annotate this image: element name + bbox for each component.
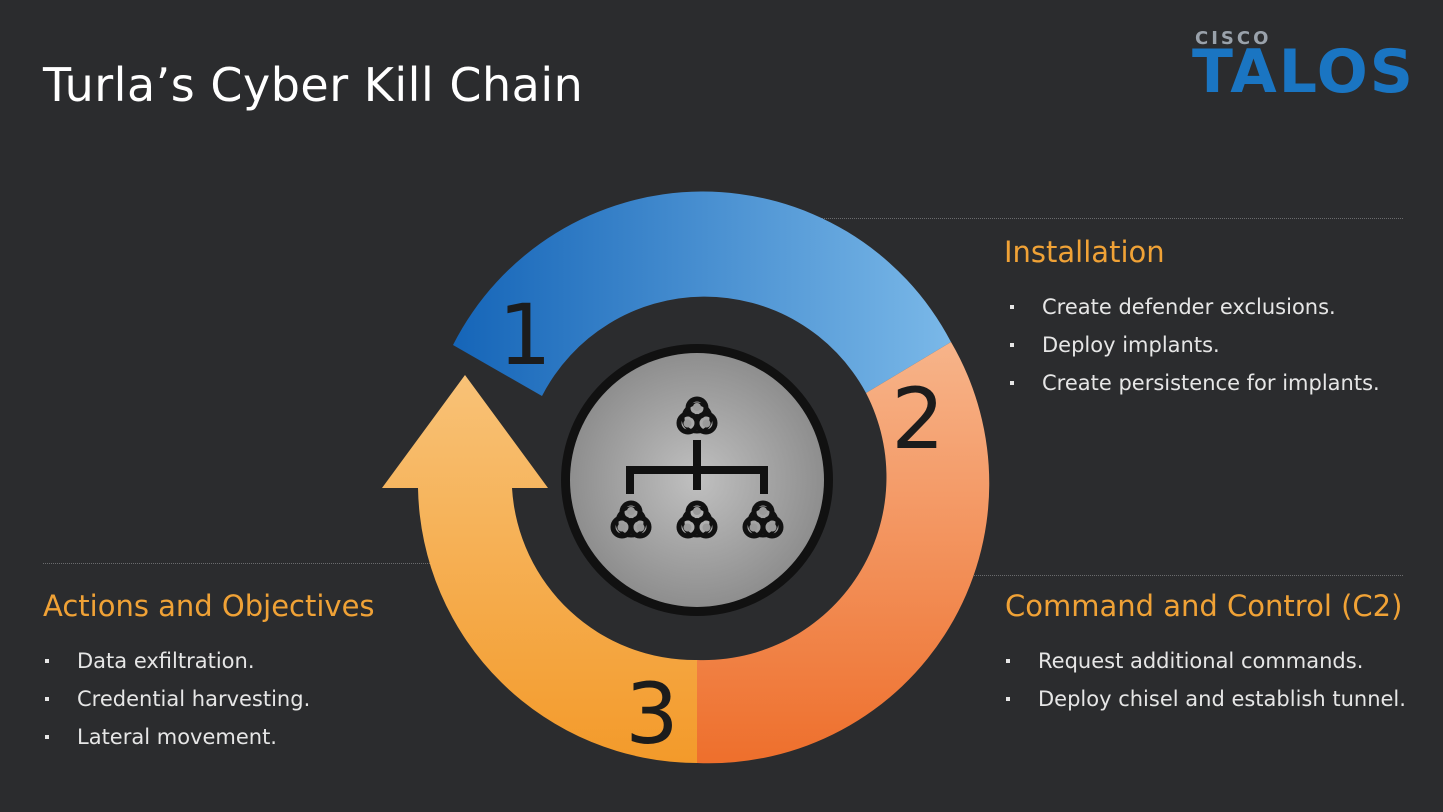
- step-1-segment: [453, 191, 951, 396]
- list-item: Create defender exclusions.: [1008, 288, 1380, 326]
- step-2-segment: [697, 342, 990, 764]
- divider-actions: [43, 563, 438, 564]
- c2-list: Request additional commands. Deploy chis…: [1004, 642, 1406, 718]
- list-item: Create persistence for implants.: [1008, 364, 1380, 402]
- divider-installation: [800, 218, 1403, 219]
- step-1-number: 1: [498, 286, 551, 384]
- actions-heading: Actions and Objectives: [43, 589, 375, 623]
- step-3-segment: [382, 375, 697, 763]
- list-item: Deploy chisel and establish tunnel.: [1004, 680, 1406, 718]
- talos-logo: CISCO TALOS: [1190, 28, 1413, 108]
- installation-list: Create defender exclusions. Deploy impla…: [1008, 288, 1380, 402]
- list-item: Credential harvesting.: [43, 680, 310, 718]
- page-title: Turla’s Cyber Kill Chain: [43, 58, 584, 112]
- c2-heading: Command and Control (C2): [1005, 589, 1403, 623]
- step-2-number: 2: [891, 370, 944, 468]
- list-item: Request additional commands.: [1004, 642, 1406, 680]
- actions-list: Data exfiltration. Credential harvesting…: [43, 642, 310, 756]
- logo-talos-text: TALOS: [1192, 37, 1416, 107]
- list-item: Lateral movement.: [43, 718, 310, 756]
- biohazard-network-icon: [613, 399, 781, 536]
- divider-c2: [965, 575, 1403, 576]
- list-item: Data exfiltration.: [43, 642, 310, 680]
- step-3-number: 3: [625, 665, 678, 763]
- installation-heading: Installation: [1004, 235, 1165, 269]
- list-item: Deploy implants.: [1008, 326, 1380, 364]
- logo-cisco-text: CISCO: [1195, 28, 1272, 49]
